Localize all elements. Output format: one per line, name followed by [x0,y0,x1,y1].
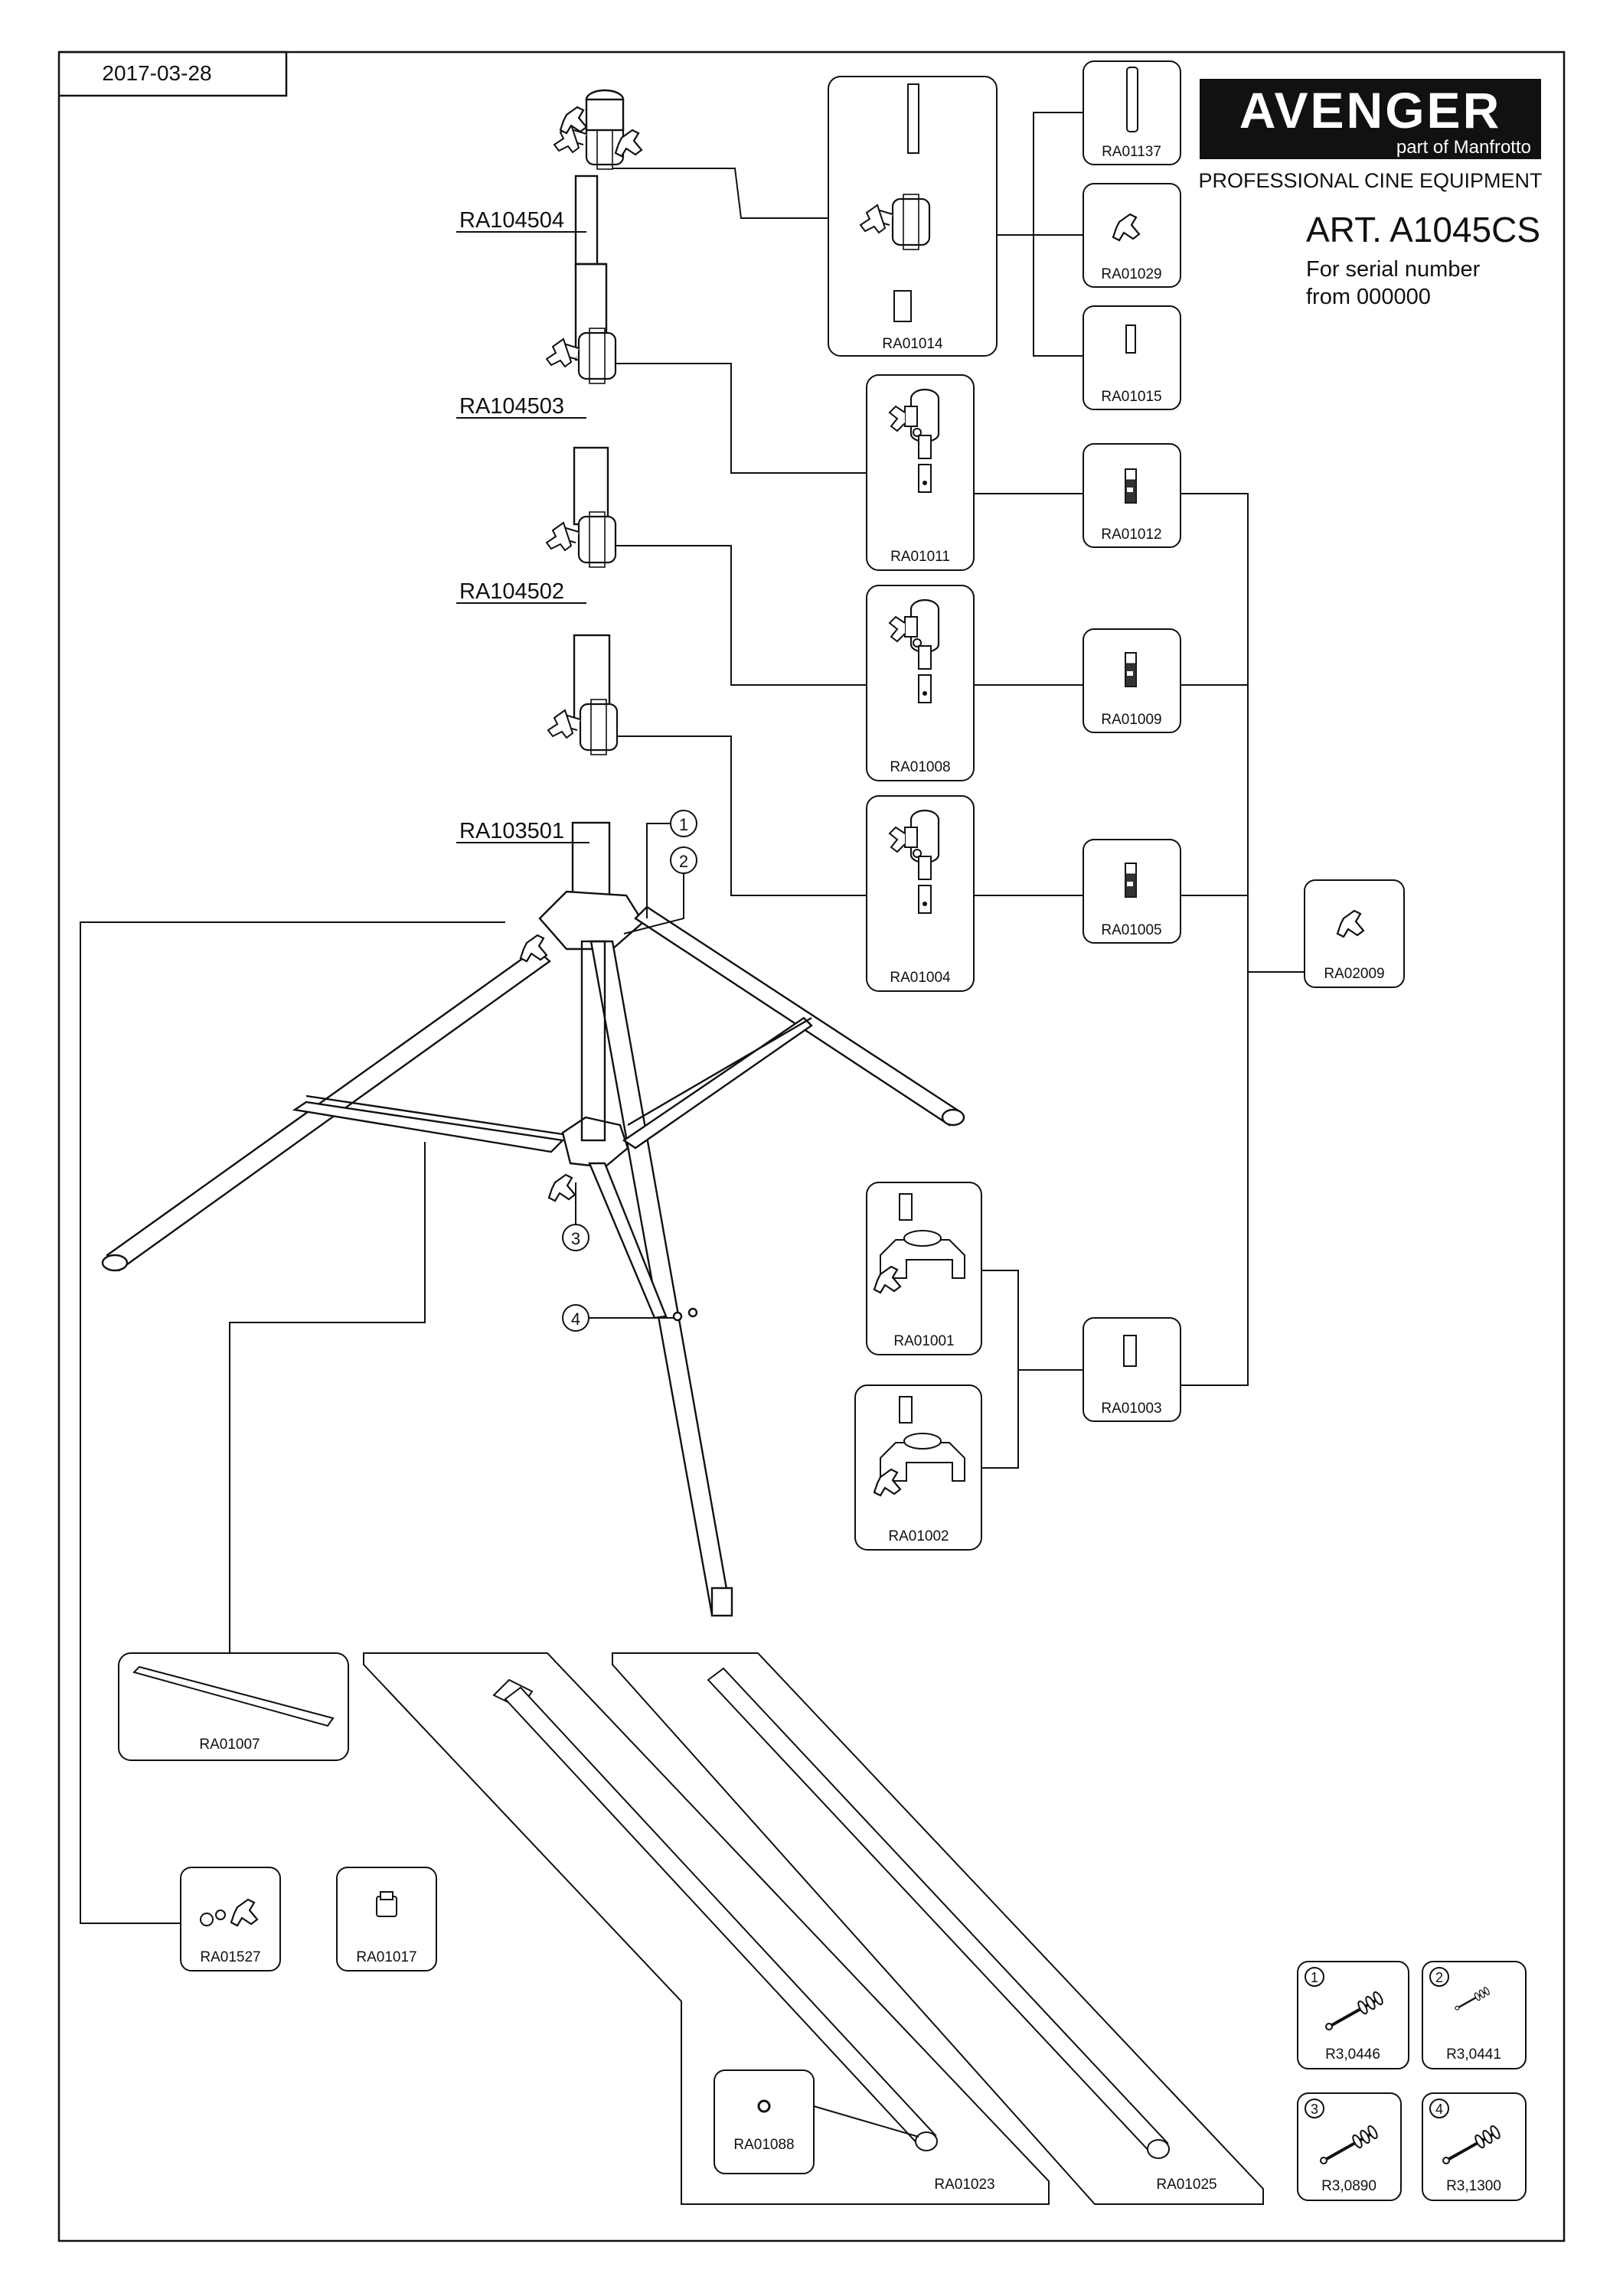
brand-sub-text: part of Manfrotto [1396,137,1531,158]
part-box-ra01015[interactable]: RA01015 [1083,305,1181,410]
column-label-ra104503: RA104503 [459,394,564,419]
serial-line-2: from 000000 [1306,285,1431,309]
kit-code: R3,0441 [1446,2047,1501,2063]
kit-box-4[interactable]: 4 R3,1300 [1422,2092,1527,2201]
part-code: RA01014 [882,336,943,352]
spigot-icon [907,83,919,154]
part-code: RA01025 [1156,2177,1216,2193]
spigot-icon [1126,67,1138,132]
part-box-ra01527[interactable]: RA01527 [180,1867,281,1971]
clamp-icon [873,1396,965,1497]
part-box-ra01008[interactable]: RA01008 [866,585,975,781]
part-panel-ra01023[interactable]: RA01023 [363,1652,1050,2205]
leg-icon [707,1667,1170,2159]
clamp-icon [873,1193,965,1294]
part-box-ra01004[interactable]: RA01004 [866,795,975,992]
tagline: PROFESSIONAL CINE EQUIPMENT [1198,169,1542,192]
part-code: RA01011 [890,549,950,565]
svg-text:3: 3 [1311,2102,1318,2117]
part-code: RA01023 [934,2177,994,2193]
part-box-ra01005[interactable]: RA01005 [1083,839,1181,944]
part-code: RA01005 [1101,922,1161,938]
kit-box-1[interactable]: 1 R3,0446 [1297,1961,1409,2069]
kit-code: R3,0446 [1325,2047,1380,2063]
part-box-ra01017[interactable]: RA01017 [336,1867,437,1971]
part-code: RA02009 [1324,966,1384,982]
part-box-ra01029[interactable]: RA01029 [1083,183,1181,288]
date-box [59,51,288,97]
part-box-ra01137[interactable]: RA01137 [1083,60,1181,165]
svg-text:2: 2 [679,852,688,871]
part-box-ra01007[interactable]: RA01007 [118,1652,349,1761]
part-code: RA01137 [1102,144,1161,160]
kit-box-3[interactable]: 3 R3,0890 [1297,2092,1402,2201]
brand-logo [1200,79,1541,159]
svg-text:2: 2 [1435,1970,1443,1985]
part-box-ra02009[interactable]: RA02009 [1304,879,1405,988]
part-box-ra01003[interactable]: RA01003 [1083,1317,1181,1422]
part-panel-ra01025[interactable]: RA01025 [612,1652,1264,2205]
part-code: RA01003 [1101,1401,1161,1417]
part-code: RA01012 [1101,527,1161,543]
leader-lines [80,112,1305,1924]
part-box-ra01011[interactable]: RA01011 [866,374,975,571]
column-label-rra104504: RA104504 [459,208,564,233]
svg-text:3: 3 [571,1229,580,1248]
part-code: RA01088 [733,2137,794,2153]
callout-4: 4 [562,1304,674,1332]
article-number: ART. A1045CS [1306,210,1540,249]
serial-line-1: For serial number [1306,257,1481,282]
page-frame [57,51,1566,2242]
leg-icon [492,1678,938,2151]
part-code: RA01007 [199,1737,260,1753]
kit-code: R3,0890 [1321,2178,1376,2194]
column-label-ra103501: RA103501 [459,819,564,843]
part-box-ra01012[interactable]: RA01012 [1083,443,1181,548]
part-code: RA01009 [1101,712,1161,728]
kit-code: R3,1300 [1446,2178,1501,2194]
brand-logo-text: AVENGER [1239,82,1502,139]
part-box-ra01014[interactable]: RA01014 [828,76,998,357]
part-code: RA01004 [890,970,951,986]
part-code: RA01008 [890,759,950,775]
svg-text:4: 4 [1435,2102,1443,2117]
svg-text:1: 1 [1311,1970,1318,1985]
part-code: RA01017 [356,1949,416,1965]
callout-2: 2 [623,846,697,934]
part-code: RA01001 [893,1333,954,1349]
kit-box-2[interactable]: 2 R3,0441 [1422,1961,1527,2069]
part-box-ra01002[interactable]: RA01002 [854,1384,982,1551]
callout-3: 3 [562,1182,589,1251]
knob-icon [200,1898,259,1927]
part-box-ra01009[interactable]: RA01009 [1083,628,1181,733]
column-label-ra104502: RA104502 [459,579,564,604]
svg-text:4: 4 [571,1309,580,1329]
part-box-ra01001[interactable]: RA01001 [866,1182,982,1355]
part-code: RA01002 [888,1528,949,1544]
date-text: 2017-03-28 [102,61,211,85]
part-code: RA01029 [1101,266,1161,282]
part-code: RA01527 [200,1949,260,1965]
svg-text:1: 1 [679,815,688,834]
brace-icon [132,1665,335,1727]
part-code: RA01015 [1101,389,1161,405]
callout-1: 1 [646,810,697,918]
part-box-ra01088[interactable]: RA01088 [714,2069,919,2174]
tripod-base [101,890,965,1617]
